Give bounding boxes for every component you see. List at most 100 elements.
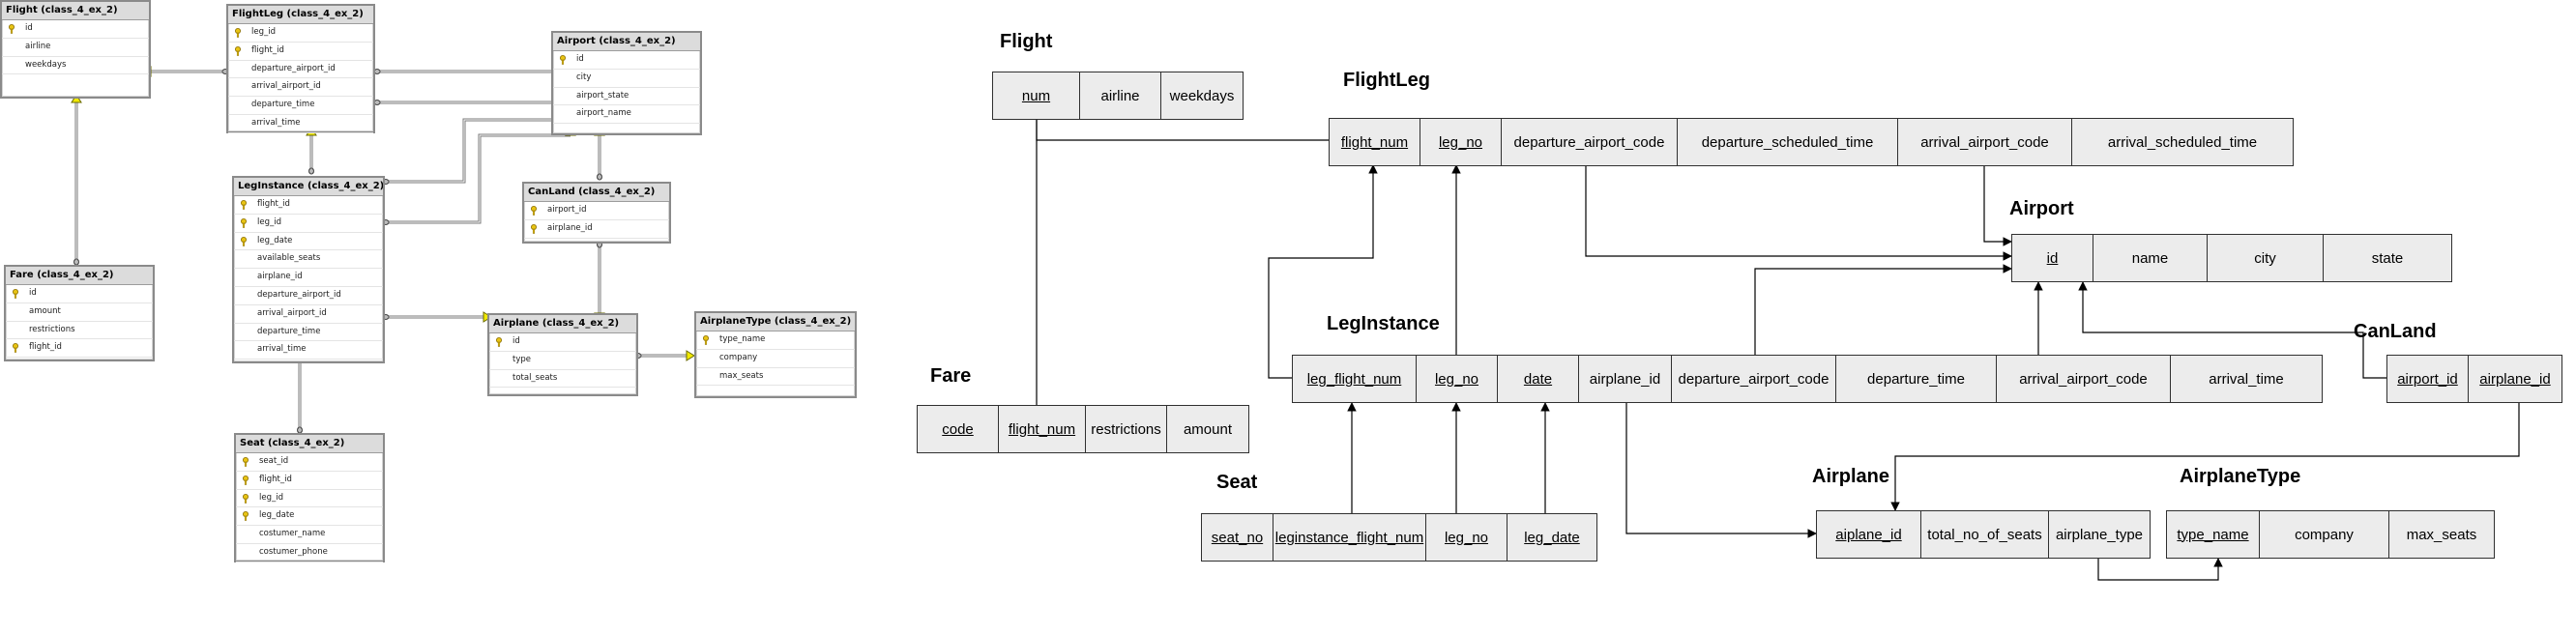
column-row[interactable]: costumer_phone: [236, 544, 383, 562]
column-row[interactable]: airplane_id: [234, 269, 383, 287]
column-row[interactable]: available_seats: [234, 250, 383, 270]
column-name: arrival_airport_id: [257, 307, 327, 318]
column-row[interactable]: departure_airport_id: [234, 287, 383, 305]
column-row[interactable]: id: [489, 333, 636, 352]
relation-title-flightleg: FlightLeg: [1343, 70, 1430, 91]
primary-key-icon: [8, 24, 15, 34]
column-row[interactable]: weekdays: [2, 57, 149, 75]
column-row[interactable]: leg_id: [228, 24, 373, 43]
primary-key-icon: [234, 45, 242, 56]
attribute: restrictions: [1086, 406, 1167, 452]
column-name: flight_id: [29, 342, 62, 353]
column-row[interactable]: id: [2, 20, 149, 39]
column-row[interactable]: max_seats: [696, 368, 855, 387]
column-row[interactable]: airplane_id: [524, 220, 669, 239]
relation-title-leginstance: LegInstance: [1327, 313, 1440, 334]
column-row[interactable]: flight_id: [236, 472, 383, 490]
column-name: available_seats: [257, 253, 321, 264]
table-title: AirplaneType (class_4_ex_2): [696, 313, 855, 331]
column-row[interactable]: airport_name: [553, 105, 700, 125]
column-row[interactable]: departure_time: [234, 324, 383, 342]
column-row[interactable]: leg_date: [236, 507, 383, 527]
attribute: departure_time: [1836, 356, 1997, 402]
attribute: state: [2371, 249, 2404, 267]
column-name: leg_date: [257, 235, 293, 245]
column-row[interactable]: airport_state: [553, 88, 700, 106]
key-attribute: leginstance_flight_num: [1273, 514, 1426, 561]
column-row[interactable]: arrival_time: [228, 115, 373, 133]
attribute: company: [2260, 511, 2389, 558]
primary-key-icon: [242, 511, 249, 522]
column-row[interactable]: type_name: [696, 331, 855, 350]
key-attribute: date: [1498, 356, 1579, 402]
column-row[interactable]: costumer_name: [236, 526, 383, 544]
column-row[interactable]: amount: [6, 303, 153, 322]
table-airplane[interactable]: Airplane (class_4_ex_2)id type total_seats: [487, 313, 638, 396]
column-row[interactable]: flight_id: [228, 43, 373, 61]
column-row[interactable]: arrival_airport_id: [234, 305, 383, 324]
attribute: airplane_type: [2055, 526, 2144, 543]
column-row[interactable]: airport_id: [524, 202, 669, 220]
column-name: costumer_name: [259, 529, 326, 539]
column-row[interactable]: departure_time: [228, 97, 373, 115]
column-row[interactable]: arrival_airport_id: [228, 78, 373, 98]
column-row[interactable]: arrival_time: [234, 341, 383, 360]
primary-key-icon: [240, 217, 248, 228]
column-row[interactable]: leg_id: [234, 215, 383, 233]
column-row[interactable]: total_seats: [489, 370, 636, 389]
column-row[interactable]: city: [553, 70, 700, 88]
column-row[interactable]: departure_airport_id: [228, 61, 373, 79]
primary-key-icon: [559, 55, 567, 65]
primary-key-icon: [530, 206, 538, 216]
column-row[interactable]: company: [696, 350, 855, 368]
table-title: Fare (class_4_ex_2): [6, 267, 153, 285]
column-name: departure_airport_id: [251, 63, 336, 73]
column-row[interactable]: id: [6, 285, 153, 303]
key-attribute: leg_flight_num: [1293, 356, 1417, 402]
column-name: id: [576, 54, 584, 64]
column-name: arrival_time: [257, 344, 307, 355]
key-end-icon: [686, 350, 695, 361]
column-row[interactable]: airline: [2, 39, 149, 57]
column-name: flight_id: [259, 474, 292, 484]
column-row[interactable]: leg_id: [236, 490, 383, 508]
column-row[interactable]: restrictions: [6, 322, 153, 340]
attribute: weekdays: [1169, 87, 1235, 104]
column-row[interactable]: seat_id: [236, 453, 383, 472]
table-title: LegInstance (class_4_ex_2): [234, 178, 383, 196]
attribute: arrival_time: [2209, 370, 2284, 388]
column-name: leg_id: [257, 216, 281, 227]
attribute: max_seats: [2406, 526, 2477, 543]
column-row[interactable]: id: [553, 51, 700, 70]
column-name: restrictions: [29, 324, 75, 334]
table-title: Airplane (class_4_ex_2): [489, 315, 636, 333]
column-row[interactable]: leg_date: [234, 233, 383, 251]
column-row[interactable]: type: [489, 352, 636, 370]
column-name: leg_id: [251, 27, 276, 37]
column-name: type: [512, 354, 531, 364]
attribute: city: [2208, 235, 2324, 281]
attribute: arrival_airport_code: [1898, 119, 2072, 165]
column-row[interactable]: flight_id: [234, 196, 383, 215]
key-attribute: leg_no: [1417, 356, 1498, 402]
column-name: type_name: [719, 334, 766, 344]
key-attribute: flight_num: [1330, 119, 1420, 165]
column-row[interactable]: flight_id: [6, 339, 153, 359]
